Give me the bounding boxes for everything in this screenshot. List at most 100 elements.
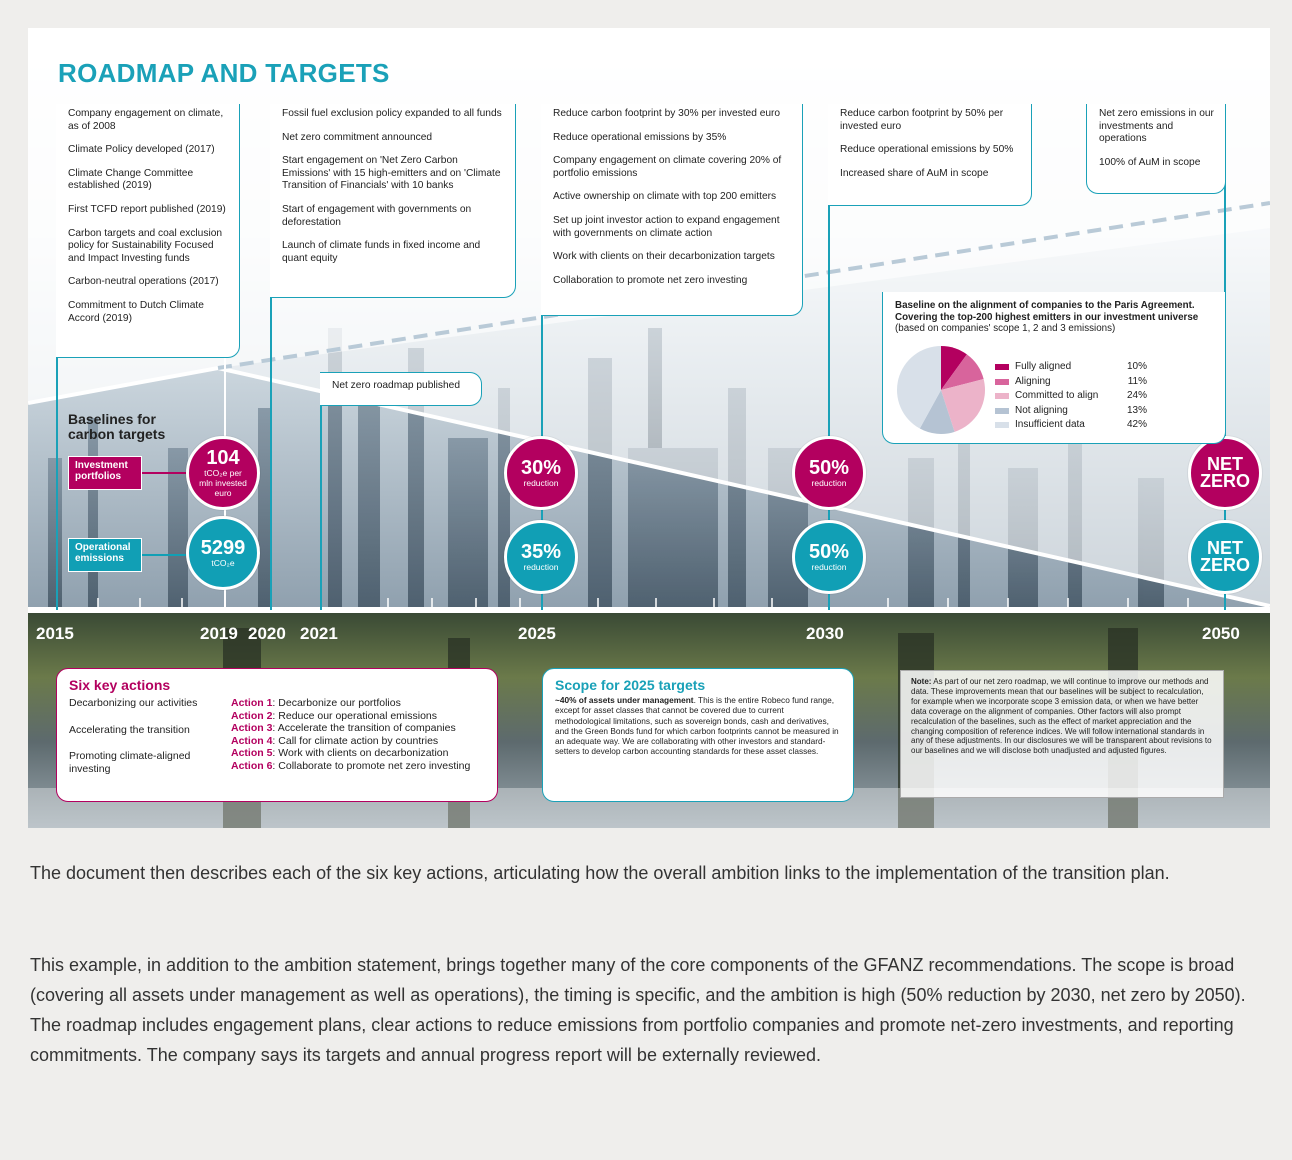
baselines-heading: Baselines for carbon targets — [68, 412, 165, 442]
tag-line: Investment — [75, 460, 128, 471]
note-text: As part of our net zero roadmap, we will… — [911, 677, 1212, 756]
alignment-title-line: Covering the top-200 highest emitters in… — [895, 311, 1199, 323]
milestone-box-2025: Reduce carbon footprint by 30% per inves… — [541, 104, 803, 316]
key-action-text: Call for climate action by countries — [278, 734, 439, 747]
legend-label: Insufficient data — [1015, 419, 1085, 430]
key-actions-list: Action 1: Decarbonize our portfolios Act… — [231, 697, 470, 789]
pie-slice-committed-to-align — [941, 379, 985, 432]
body-paragraph-1: The document then describes each of the … — [30, 863, 1170, 883]
legend-label: Not aligning — [1015, 404, 1068, 416]
baseline-operational-circle: 5299 tCO₂e — [186, 516, 260, 590]
milestone-item: Reduce operational emissions by 35% — [553, 131, 727, 143]
key-action-item: Action 3: Accelerate the transition of c… — [231, 722, 456, 735]
milestone-item: Reduce carbon footprint by 30% per inves… — [553, 108, 781, 119]
legend-value: 13% — [1126, 404, 1147, 416]
circle-unit: tCO₂e — [211, 558, 235, 568]
milestone-item: Climate Change Committee established (20… — [68, 167, 194, 192]
note-label: Note: — [911, 677, 932, 686]
year-label: 2019 — [200, 624, 238, 643]
scope-text: ~40% of assets under management. This is… — [555, 695, 841, 757]
key-action-label: Action 4 — [231, 734, 273, 747]
scope-body: . This is the entire Robeco fund range, … — [555, 695, 839, 757]
legend-swatch — [995, 422, 1009, 429]
year-label: 2015 — [36, 624, 74, 643]
tag-line: portfolios — [75, 471, 122, 482]
circle-value: ZERO — [1199, 471, 1250, 491]
page-title: ROADMAP AND TARGETS — [58, 58, 390, 88]
milestone-item: Carbon-neutral operations (2017) — [68, 276, 219, 288]
circle-unit: reduction — [811, 562, 847, 572]
legend-row: Not aligning 13% — [995, 404, 1147, 419]
milestone-item: First TCFD report published (2019) — [68, 203, 226, 215]
legend-label: Committed to align — [1015, 390, 1099, 401]
alignment-title: Baseline on the alignment of companies t… — [895, 300, 1213, 312]
roadmap-figure: ROADMAP AND TARGETS Company engagement o… — [28, 28, 1270, 828]
milestone-box-2015: Company engagement on climate, as of 200… — [56, 104, 240, 358]
key-action-group: Promoting climate-aligned investing — [69, 750, 191, 775]
alignment-title: Covering the top-200 highest emitters in… — [895, 312, 1213, 324]
milestone-item: Company engagement on climate, as of 200… — [68, 108, 224, 132]
legend-value: 24% — [1126, 390, 1147, 401]
pie-slice-fully-aligned — [941, 346, 967, 390]
target-circle-2025-operational: 35% reduction — [504, 520, 578, 594]
milestone-line-2025 — [541, 104, 543, 610]
legend-value: 10% — [1126, 361, 1147, 372]
circle-value: NET — [1207, 538, 1243, 558]
baselines-heading-line: Baselines for — [68, 411, 156, 427]
alignment-title-line: Baseline on the alignment of companies t… — [895, 300, 1195, 311]
circle-value: NET — [1207, 454, 1243, 474]
milestone-item: Net zero emissions in our investments an… — [1099, 108, 1214, 145]
milestone-item: 100% of AuM in scope — [1099, 156, 1201, 168]
baselines-heading-line: carbon targets — [68, 426, 166, 442]
milestone-line-2020 — [270, 104, 272, 610]
legend-swatch — [995, 407, 1009, 414]
key-action-label: Action 1 — [231, 697, 273, 709]
legend-label: Aligning — [1015, 375, 1051, 387]
legend-label: Fully aligned — [1015, 361, 1072, 372]
milestone-line-2021 — [320, 372, 322, 610]
note-panel: Note: As part of our net zero roadmap, w… — [900, 670, 1224, 798]
target-circle-2030-operational: 50% reduction — [792, 520, 866, 594]
milestone-box-2030: Reduce carbon footprint by 50% per inves… — [828, 104, 1032, 206]
milestone-item: Start of engagement with governments on … — [282, 203, 472, 228]
legend-swatch — [995, 378, 1009, 385]
investment-portfolios-tag: Investment portfolios — [68, 456, 142, 490]
connector-line — [142, 554, 188, 556]
legend-value: 11% — [1127, 375, 1147, 387]
milestone-item: Collaboration to promote net zero invest… — [553, 274, 748, 286]
circle-value: 104 — [206, 447, 240, 469]
legend-row: Committed to align 24% — [995, 389, 1147, 404]
milestone-item: Work with clients on their decarbonizati… — [553, 251, 775, 263]
alignment-subtitle: (based on companies' scope 1, 2 and 3 em… — [895, 323, 1116, 335]
milestone-item: Commitment to Dutch Climate Accord (2019… — [68, 299, 204, 324]
key-action-item: Action 1: Decarbonize our portfolios — [231, 697, 401, 709]
tag-line: Operational — [75, 542, 131, 553]
scope-panel: Scope for 2025 targets ~40% of assets un… — [542, 668, 854, 802]
year-label: 2020 — [248, 624, 286, 643]
alignment-pie-chart — [897, 346, 985, 434]
circle-value: 35% — [520, 541, 562, 563]
milestone-item: Reduce operational emissions by 50% — [840, 144, 1014, 156]
operational-emissions-tag: Operational emissions — [68, 538, 142, 572]
year-label: 2025 — [518, 624, 556, 643]
milestone-item: Start engagement on 'Net Zero Carbon Emi… — [282, 155, 501, 192]
milestone-item: Set up joint investor action to expand e… — [553, 214, 780, 239]
milestone-item: Climate Policy developed (2017) — [68, 144, 215, 156]
six-key-actions-title: Six key actions — [69, 677, 171, 693]
year-label: 2050 — [1202, 624, 1240, 643]
key-action-text: Collaborate to promote net zero investin… — [278, 759, 471, 772]
circle-unit: mln invested — [199, 478, 247, 488]
scope-title: Scope for 2025 targets — [555, 677, 706, 693]
year-label: 2030 — [806, 624, 844, 643]
milestone-item: Reduce carbon footprint by 50% per inves… — [840, 108, 1004, 132]
milestone-item: Fossil fuel exclusion policy expanded to… — [282, 108, 502, 119]
pie-slice-insufficient-data — [897, 346, 941, 429]
milestone-item: Launch of climate funds in fixed income … — [282, 240, 481, 264]
milestone-item: Net zero roadmap published — [332, 380, 460, 391]
key-action-text: Work with clients on decarbonization — [278, 747, 449, 760]
milestone-box-2021: Net zero roadmap published — [320, 372, 482, 406]
alignment-panel: Baseline on the alignment of companies t… — [882, 292, 1226, 444]
milestone-item: Active ownership on climate with top 200… — [553, 191, 777, 203]
milestone-item: Carbon targets and coal exclusion policy… — [68, 227, 223, 264]
